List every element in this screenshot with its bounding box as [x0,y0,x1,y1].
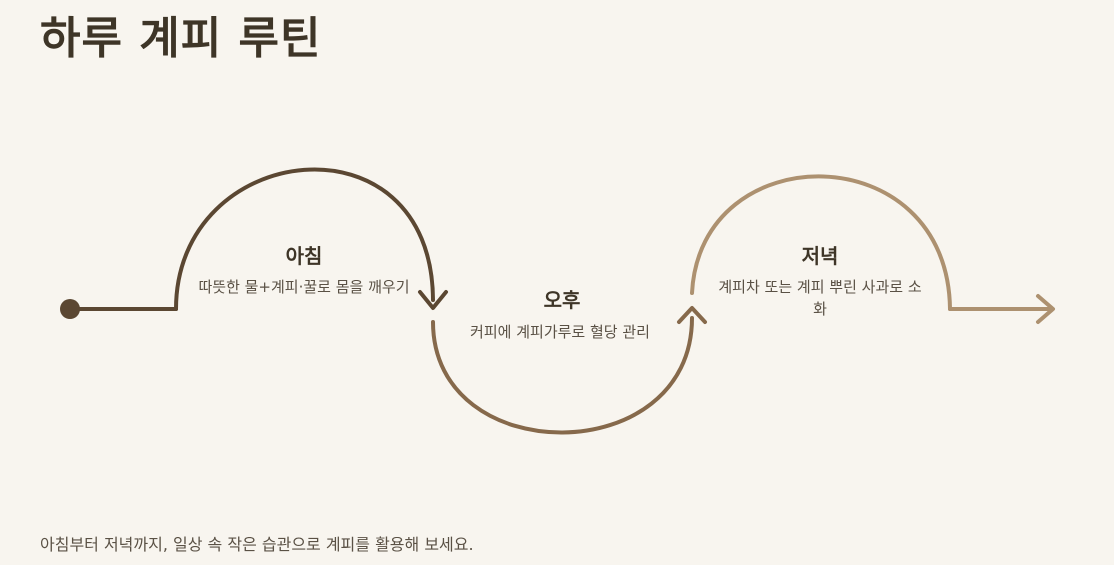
morning-arc [174,167,435,311]
stage-title-morning: 아침 [285,244,323,268]
stage-desc-afternoon: 커피에 계피가루로 혈당 관리 [470,323,650,341]
afternoon-arc [431,316,694,435]
end-arrowhead [1036,294,1055,324]
stage-title-afternoon: 오후 [543,288,581,312]
morning-arrowhead [418,290,448,310]
footer-caption: 아침부터 저녁까지, 일상 속 작은 습관으로 계피를 활용해 보세요. [40,535,474,554]
page-title: 하루 계피 루틴 [40,13,322,64]
stage-desc-evening: 계피차 또는 계피 뿌린 사과로 소화 [718,278,922,318]
stage-title-evening: 저녁 [801,244,839,268]
stage-desc-morning: 따뜻한 물+계피·꿀로 몸을 깨우기 [198,278,410,296]
evening-arc [690,174,952,311]
afternoon-arrowhead [677,306,707,324]
